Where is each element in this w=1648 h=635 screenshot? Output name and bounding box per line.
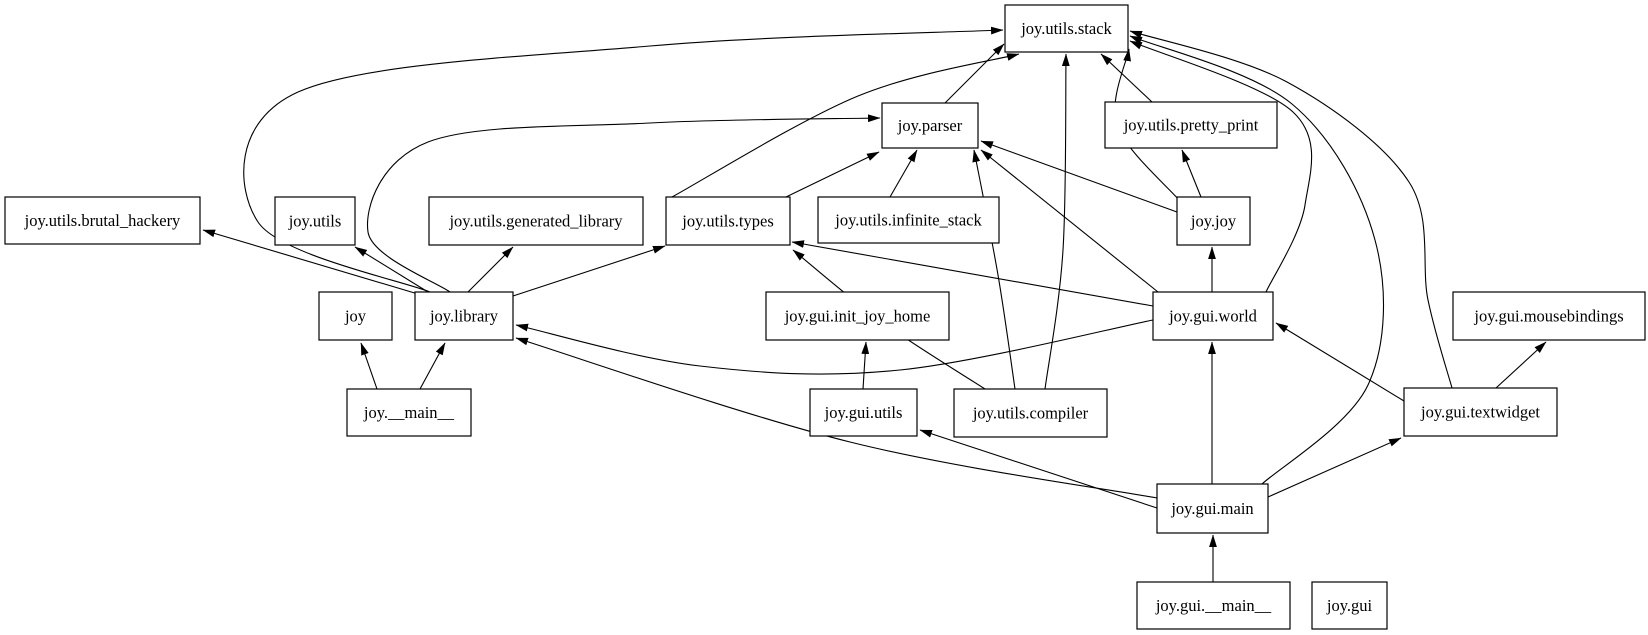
edge-joy-library--joy-utils-generated-library — [467, 246, 514, 293]
node-joy-joy: joy.joy — [1176, 196, 1251, 246]
node-label-joy-utils: joy.utils — [288, 212, 342, 231]
edge-joy-gui-world--joy-utils-stack — [1129, 40, 1313, 293]
node-label-joy-gui-world: joy.gui.world — [1168, 307, 1258, 326]
node-box-joy-utils-generated-library — [428, 196, 644, 246]
edge-joy-library--joy-utils — [354, 246, 429, 293]
node-joy-utils-generated-library: joy.utils.generated_library — [428, 196, 644, 246]
node-box-joy-utils-brutal-hackery — [4, 196, 201, 245]
node-joy-gui-main: joy.gui.main — [1156, 483, 1269, 534]
edge-joy-gui-main--joy-utils-stack — [1129, 35, 1385, 485]
node-label-joy-utils-compiler: joy.utils.compiler — [972, 404, 1089, 423]
edge-joy-utils-pretty-print--joy-utils-stack — [1100, 53, 1153, 103]
node-box-joy-library — [414, 291, 514, 341]
node-label-joy: joy — [344, 307, 367, 326]
node-label-joy-utils-generated-library: joy.utils.generated_library — [448, 212, 623, 231]
node-joy-utils-brutal-hackery: joy.utils.brutal_hackery — [4, 196, 201, 245]
edge-joy-gui-utils--joy-gui-init-joy-home — [861, 341, 870, 390]
node-box-joy-utils-infinite-stack — [817, 196, 1000, 244]
edge-joy-gui-textwidget--joy-gui-mousebindings — [1495, 341, 1547, 389]
node-label-joy-utils-infinite-stack: joy.utils.infinite_stack — [834, 211, 982, 230]
node-label-joy-utils-pretty-print: joy.utils.pretty_print — [1123, 116, 1259, 135]
node-box-joy-parser — [881, 102, 979, 149]
node-label-joy-utils-types: joy.utils.types — [681, 212, 774, 231]
edge-joy-utils-compiler--joy-parser — [972, 149, 1016, 390]
edge-joy-gui-world--joy-utils-types — [791, 240, 1154, 307]
edge-joy-joy--joy-utils-pretty-print — [1181, 149, 1202, 198]
edge-joy-joy--joy-parser — [980, 140, 1178, 213]
node-label-joy-gui-main-main: joy.gui.__main__ — [1155, 596, 1272, 615]
edge-joy-gui-main--joy-gui-utils — [919, 429, 1158, 509]
edge-joy-library--joy-utils-brutal-hackery — [202, 229, 419, 295]
edge-joy-gui-main--joy-library — [515, 337, 1158, 499]
node-joy-gui-mousebindings: joy.gui.mousebindings — [1452, 291, 1646, 341]
node-box-joy-gui-textwidget — [1403, 387, 1558, 437]
node-joy-utils-compiler: joy.utils.compiler — [953, 388, 1108, 438]
node-label-joy-utils-stack: joy.utils.stack — [1020, 19, 1112, 38]
node-box-joy — [318, 291, 393, 341]
node-joy-gui: joy.gui — [1311, 581, 1388, 630]
node-label-joy-gui-init-joy-home: joy.gui.init_joy_home — [784, 307, 931, 326]
node-box-joy-utils-compiler — [953, 388, 1108, 438]
node-joy-utils-types: joy.utils.types — [665, 196, 791, 246]
node-box-joy-joy — [1176, 196, 1251, 246]
node-box-joy-gui-world — [1152, 291, 1274, 341]
node-joy-gui-utils: joy.gui.utils — [809, 388, 918, 437]
node-box-joy-gui-main-main — [1136, 581, 1291, 630]
node-label-joy-gui-utils: joy.gui.utils — [824, 403, 903, 422]
node-box-joy-main — [346, 388, 472, 437]
node-joy: joy — [318, 291, 393, 341]
edge-joy-gui-textwidget--joy-utils-stack — [1129, 30, 1453, 389]
node-joy-gui-init-joy-home: joy.gui.init_joy_home — [765, 291, 950, 341]
node-label-joy-main: joy.__main__ — [363, 403, 455, 422]
node-label-joy-gui-mousebindings: joy.gui.mousebindings — [1473, 307, 1623, 326]
node-box-joy-gui-main — [1156, 483, 1269, 534]
edge-joy-utils-infinite-stack--joy-parser — [889, 149, 918, 198]
edge-joy-utils-types--joy-utils-stack — [671, 53, 1020, 198]
edge-joy-library--joy-utils-stack — [243, 26, 1004, 293]
edge-joy-library--joy-utils-types — [512, 245, 666, 297]
node-label-joy-gui-textwidget: joy.gui.textwidget — [1420, 403, 1540, 422]
node-joy-gui-world: joy.gui.world — [1152, 291, 1274, 341]
edge-joy-parser--joy-utils-stack — [944, 43, 1005, 104]
edge-joy-gui-world--joy-library — [515, 319, 1154, 375]
edge-joy-utils-compiler--joy-utils-stack — [1044, 53, 1070, 390]
node-label-joy-joy: joy.joy — [1190, 212, 1237, 231]
node-box-joy-gui-init-joy-home — [765, 291, 950, 341]
node-label-joy-utils-brutal-hackery: joy.utils.brutal_hackery — [24, 211, 181, 230]
node-box-joy-utils-types — [665, 196, 791, 246]
edge-joy-gui-textwidget--joy-gui-world — [1275, 322, 1405, 402]
node-joy-utils-pretty-print: joy.utils.pretty_print — [1104, 101, 1278, 149]
edge-joy-gui-world--joy-parser — [980, 149, 1159, 293]
edge-joy-main--joy-library — [419, 342, 446, 390]
node-box-joy-gui — [1311, 581, 1388, 630]
edges-layer — [202, 26, 1547, 582]
nodes-layer: joy.utils.stack joy.parser joy.utils.prett… — [4, 4, 1646, 630]
node-box-joy-gui-utils — [809, 388, 918, 437]
edge-joy-main--joy — [360, 342, 378, 390]
node-joy-utils: joy.utils — [274, 196, 356, 246]
node-label-joy-gui-main: joy.gui.main — [1170, 499, 1253, 518]
node-box-joy-gui-mousebindings — [1452, 291, 1646, 341]
edge-joy-utils-types--joy-parser — [785, 151, 880, 198]
node-joy-gui-textwidget: joy.gui.textwidget — [1403, 387, 1558, 437]
node-box-joy-utils — [274, 196, 356, 246]
node-label-joy-parser: joy.parser — [897, 116, 963, 135]
node-joy-library: joy.library — [414, 291, 514, 341]
edge-joy-library--joy-parser — [366, 114, 881, 293]
node-joy-gui-main-main: joy.gui.__main__ — [1136, 581, 1291, 630]
node-joy-utils-stack: joy.utils.stack — [1004, 4, 1129, 53]
edge-joy-gui-main--joy-gui-textwidget — [1267, 437, 1402, 498]
node-box-joy-utils-pretty-print — [1104, 101, 1278, 149]
node-box-joy-utils-stack — [1004, 4, 1129, 53]
node-joy-parser: joy.parser — [881, 102, 979, 149]
node-joy-main: joy.__main__ — [346, 388, 472, 437]
node-label-joy-library: joy.library — [429, 307, 499, 326]
node-label-joy-gui: joy.gui — [1326, 596, 1373, 615]
node-joy-utils-infinite-stack: joy.utils.infinite_stack — [817, 196, 1000, 244]
